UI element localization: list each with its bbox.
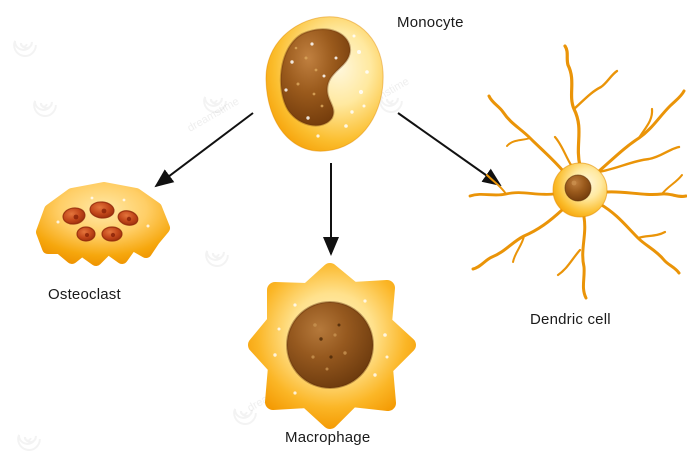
monocyte-nucleus-speckles <box>294 46 324 108</box>
monocyte-vesicle-dots <box>284 34 369 138</box>
osteoclast-vesicle-dots <box>56 196 150 228</box>
dendric-cell-nucleus-highlight <box>571 180 577 186</box>
arrow-monocyte-to-dendric-cell <box>397 112 502 187</box>
dendric-cell-dendrites <box>468 44 687 300</box>
osteoclast-cell-body <box>36 182 170 266</box>
label-dendric-cell: Dendric cell <box>530 311 611 328</box>
macrophage-cell-illustration <box>248 263 416 429</box>
differentiation-arrows <box>154 112 502 256</box>
osteoclast-cell-illustration <box>36 182 170 266</box>
macrophage-nucleus <box>286 301 374 389</box>
dendric-cell-illustration <box>468 44 687 300</box>
macrophage-vesicle-dots <box>273 299 389 395</box>
arrow-monocyte-to-osteoclast <box>154 112 254 188</box>
label-monocyte: Monocyte <box>397 14 464 31</box>
label-osteoclast: Osteoclast <box>48 286 121 303</box>
macrophage-nucleus-speckles <box>311 323 347 371</box>
osteoclast-nuclei <box>62 201 139 242</box>
monocyte-cell-illustration <box>265 16 384 152</box>
dendric-cell-nucleus <box>564 174 592 202</box>
label-macrophage: Macrophage <box>285 429 371 446</box>
monocyte-nucleus <box>279 28 352 127</box>
